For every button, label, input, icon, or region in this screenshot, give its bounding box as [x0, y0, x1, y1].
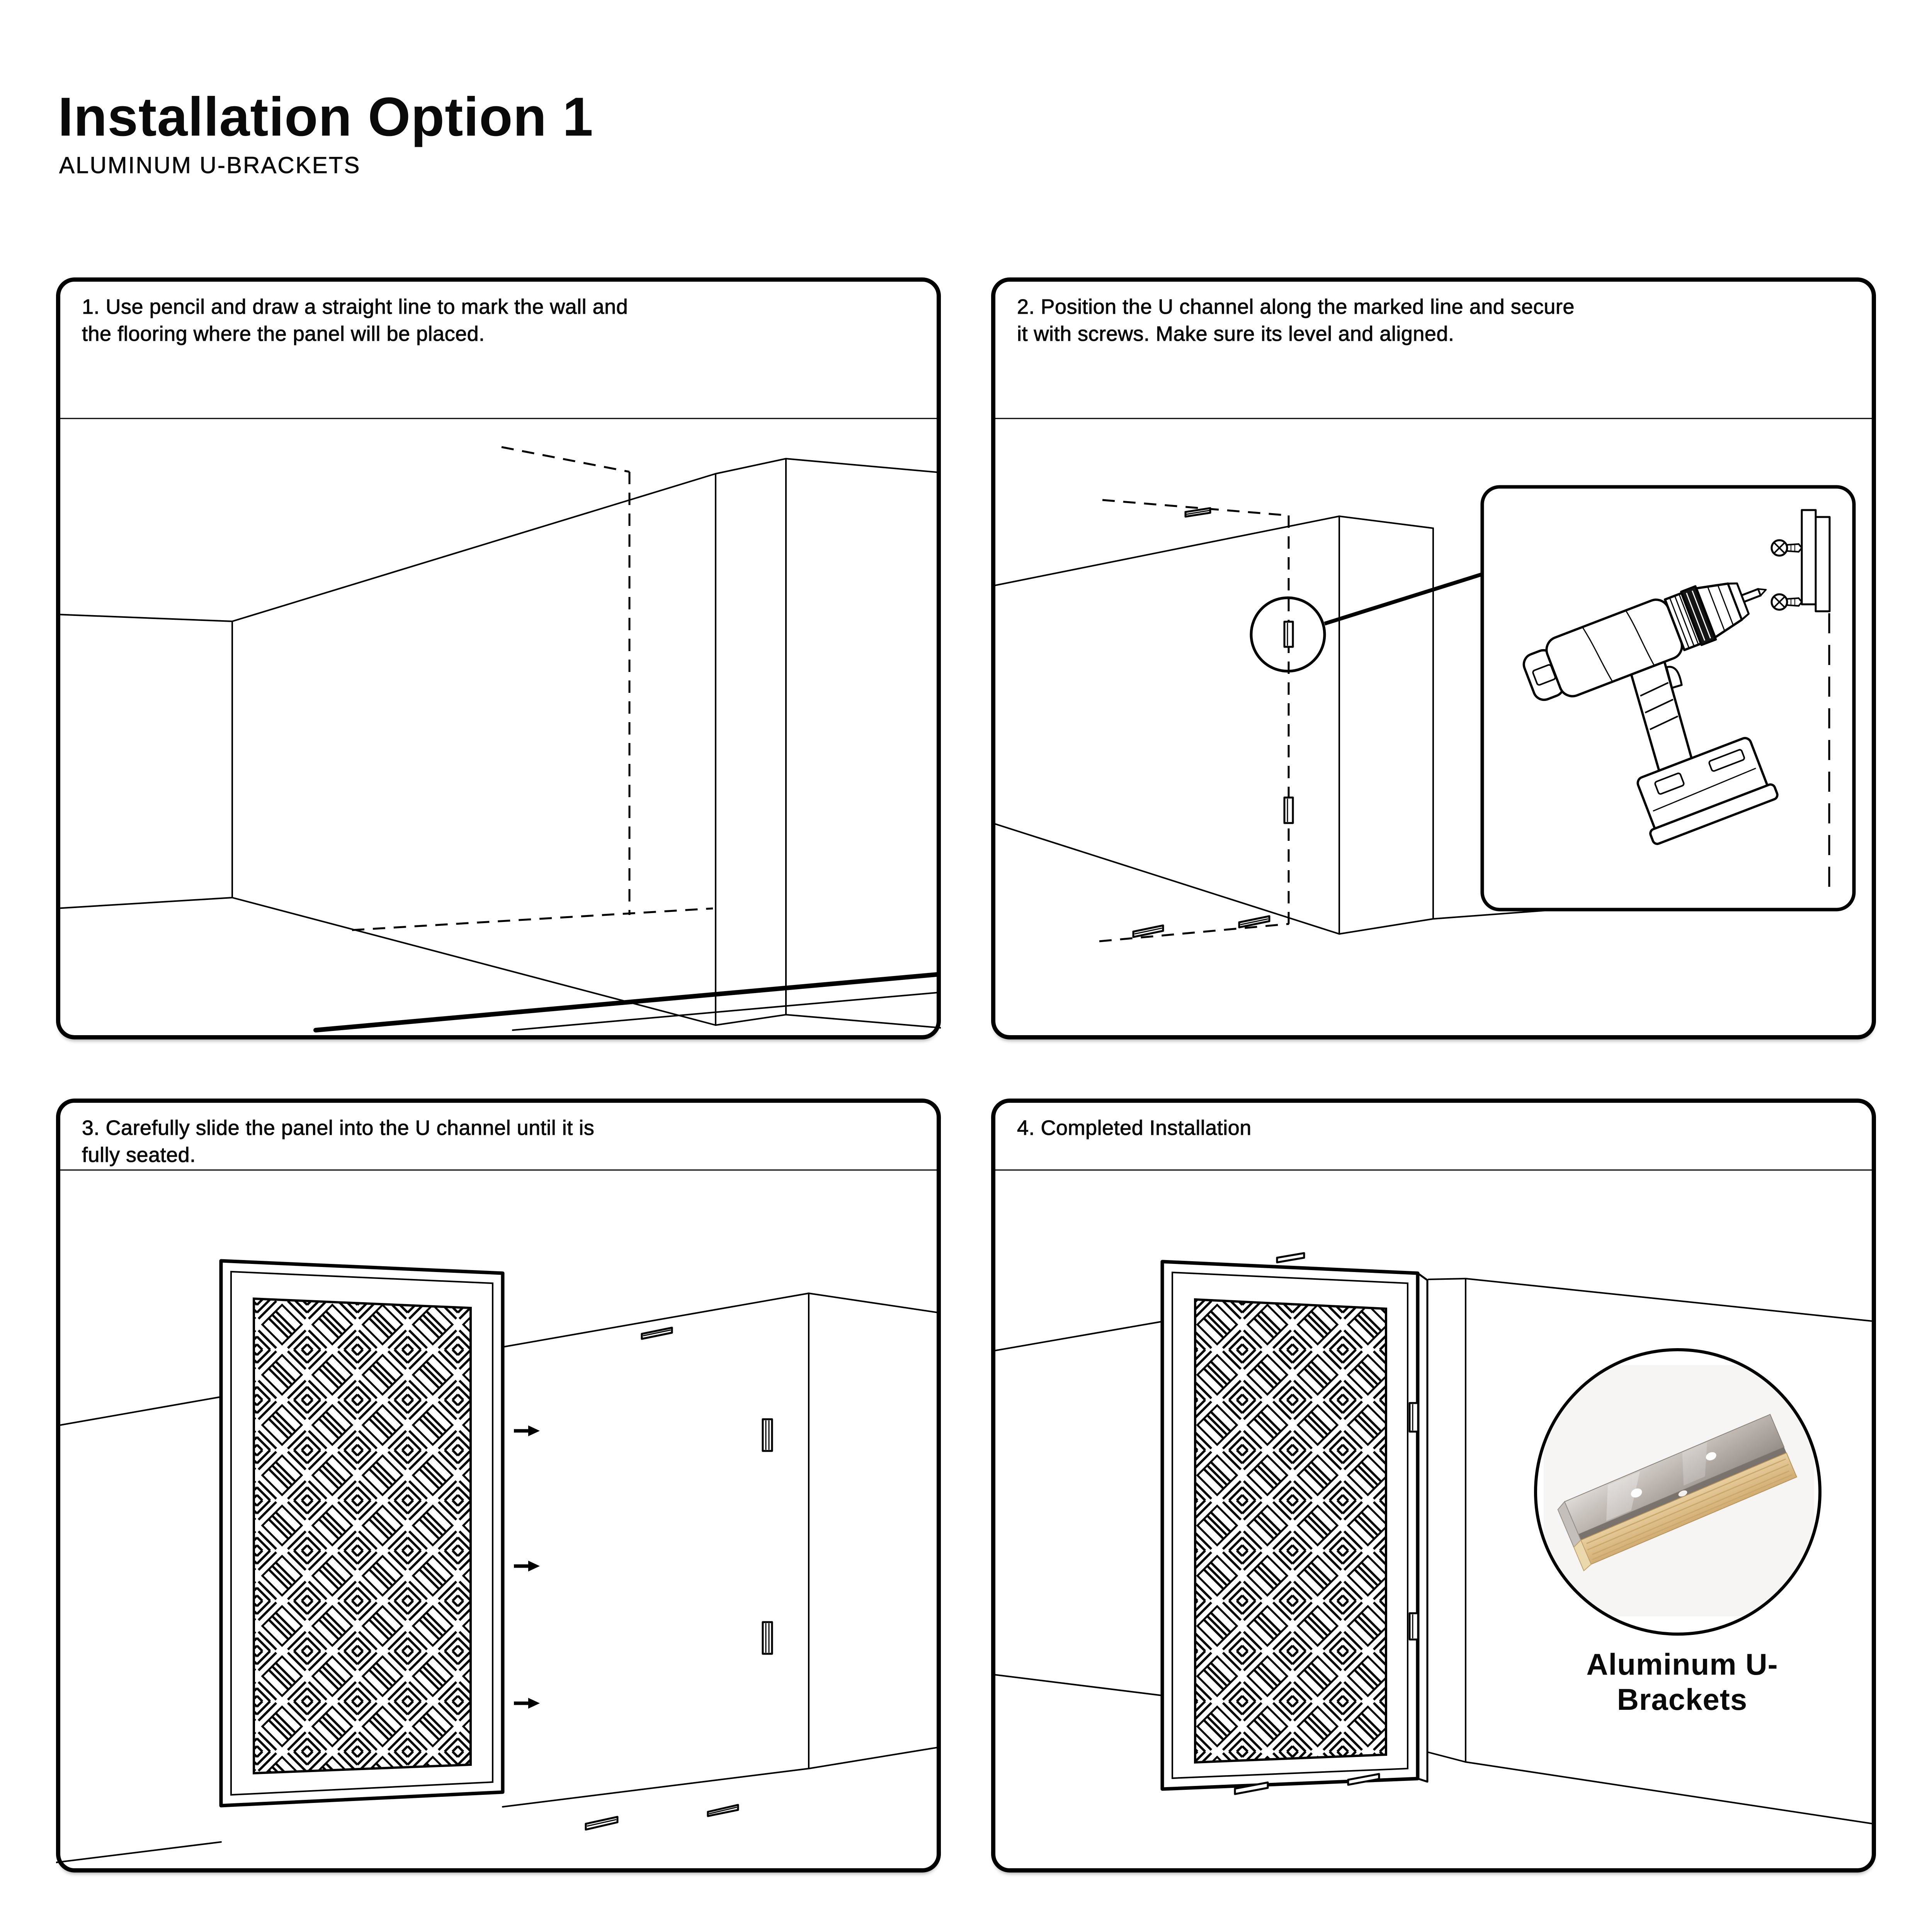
- callout-line: [1324, 572, 1483, 626]
- wall-drawing: [991, 1278, 1876, 1825]
- step-panel-1: 1. Use pencil and draw a straight line t…: [56, 277, 941, 1039]
- step-1-illustration: [56, 418, 941, 1032]
- drill-trigger: [1665, 666, 1683, 689]
- step-2-header: 2. Position the U channel along the mark…: [1017, 295, 1575, 345]
- u-bracket-floor-1: [1132, 924, 1164, 938]
- callout-circle: [1534, 1348, 1821, 1636]
- pencil-mark-dashed-lines: [352, 446, 713, 931]
- drill-icon: [1522, 582, 1779, 845]
- step-4-illustration: [991, 1169, 1876, 1825]
- slide-arrow-icon-2: [514, 1561, 540, 1571]
- detail-inset: [1480, 485, 1856, 912]
- u-bracket-lower: [1283, 796, 1294, 824]
- u-bracket-wall-2: [762, 1621, 773, 1655]
- u-bracket-floor-2: [1238, 915, 1270, 929]
- panel-side-edge: [1417, 1272, 1429, 1783]
- u-bracket-floor-2: [707, 1804, 739, 1817]
- lattice-pattern: [1194, 1298, 1387, 1764]
- decorative-panel: [219, 1259, 505, 1808]
- u-bracket-floor-1: [585, 1816, 619, 1831]
- bracket-photo-callout: [1534, 1348, 1821, 1636]
- callout-label: Aluminum U-Brackets: [1586, 1647, 1778, 1716]
- u-bracket-side-1: [1408, 1402, 1419, 1433]
- step-4-header: 4. Completed Installation: [1017, 1116, 1252, 1139]
- step-1-header: 1. Use pencil and draw a straight line t…: [82, 295, 628, 345]
- step-panel-2: 2. Position the U channel along the mark…: [991, 277, 1876, 1039]
- room-corner-drawing: [56, 458, 941, 1032]
- u-bracket-top: [641, 1327, 673, 1340]
- page-subtitle: ALUMINUM U-BRACKETS: [59, 152, 361, 178]
- wall-drawing: [56, 1293, 941, 1863]
- floor-edge-thick: [313, 972, 941, 1032]
- magnifier-circle-icon: [1250, 596, 1326, 673]
- u-bracket-middle: [1283, 621, 1294, 648]
- slide-arrow-icon-1: [514, 1425, 540, 1436]
- screw-icon-1: [1770, 539, 1803, 557]
- u-bracket-floor-2: [1347, 1773, 1380, 1786]
- lattice-pattern: [253, 1297, 472, 1775]
- u-bracket-wall-1: [762, 1418, 773, 1452]
- step-panel-3: 3. Carefully slide the panel into the U …: [56, 1099, 941, 1872]
- u-bracket-top: [1276, 1252, 1305, 1264]
- page-title: Installation Option 1: [58, 86, 594, 148]
- u-bracket-photo: [1557, 1414, 1798, 1571]
- step-2-illustration: [991, 418, 1876, 942]
- u-bracket-side-2: [1408, 1612, 1419, 1641]
- slide-arrow-icon-3: [514, 1698, 540, 1709]
- step-panel-4: 4. Completed Installation Aluminum U-Bra…: [991, 1099, 1876, 1872]
- step-3-header: 3. Carefully slide the panel into the U …: [82, 1116, 595, 1167]
- step-3-illustration: [56, 1169, 941, 1863]
- wall-bracket-detail: [1801, 509, 1831, 612]
- u-bracket-top: [1184, 507, 1211, 518]
- installed-panel: [1160, 1260, 1429, 1791]
- u-bracket-floor-1: [1234, 1781, 1269, 1795]
- screw-icon-2: [1770, 593, 1803, 611]
- marked-line-dashed: [1099, 499, 1290, 942]
